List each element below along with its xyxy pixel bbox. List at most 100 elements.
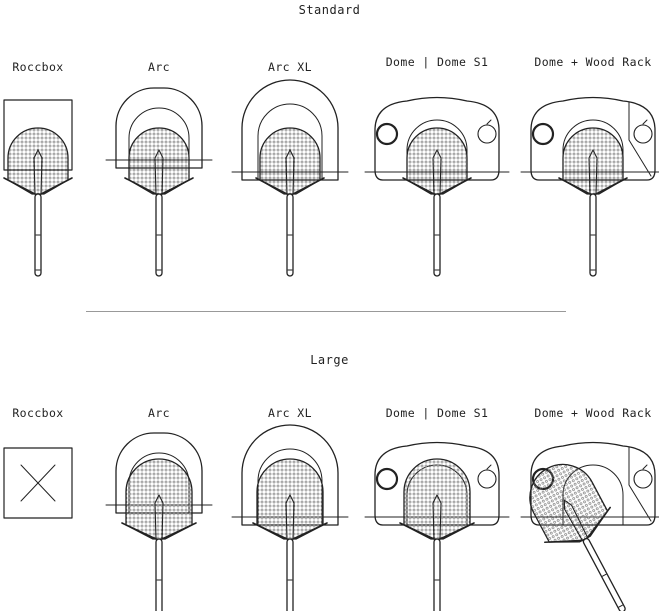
peel-head (406, 127, 468, 195)
peel-mesh (257, 459, 323, 539)
peel-frame-right (161, 177, 194, 195)
peel-spine (33, 149, 43, 195)
peel-mesh (126, 459, 192, 539)
cell-1-1 (105, 432, 213, 611)
peel-frame-right (292, 177, 325, 195)
oven-mouth (128, 107, 190, 169)
burner-right (633, 124, 653, 144)
peel-spine (432, 494, 442, 540)
cell-1-0 (3, 447, 73, 519)
peel (558, 127, 628, 277)
peel-frame-left (544, 539, 584, 544)
cell-0-0 (3, 99, 73, 277)
burner-left (531, 122, 555, 146)
section-title-large: Large (310, 353, 349, 367)
label-large-arcxl: Arc XL (268, 406, 312, 420)
peel-frame-right (586, 506, 611, 539)
peel-mesh (8, 128, 68, 194)
label-standard-arc: Arc (148, 60, 170, 74)
peel-mesh (407, 128, 467, 194)
peel-mesh (529, 464, 608, 543)
oven-mouth (257, 103, 323, 181)
peel-spine (154, 149, 164, 195)
oven-body (241, 424, 339, 526)
label-standard-roccbox: Roccbox (12, 60, 64, 74)
peel-handle (582, 537, 626, 611)
peel-handle (433, 193, 441, 277)
peel-handle-end (618, 604, 623, 608)
peel-head (259, 127, 321, 195)
peel (3, 127, 73, 277)
peel (121, 458, 197, 611)
peel-handle (589, 193, 597, 277)
label-standard-dome-rack: Dome + Wood Rack (534, 55, 652, 69)
label-large-arc: Arc (148, 406, 170, 420)
peel-frame-left (3, 177, 36, 195)
peel-frame-right (439, 177, 472, 195)
peel-handle (155, 193, 163, 277)
cell-0-1 (105, 87, 213, 277)
oven-mouth (562, 119, 624, 181)
peel-spine (285, 494, 295, 540)
peel-head (7, 127, 69, 195)
peel-head (562, 127, 624, 195)
peel-frame-right (439, 522, 475, 540)
peel-spine (563, 499, 589, 541)
burner-right-tab (642, 119, 648, 125)
oven-mouth (406, 119, 468, 181)
peel-handle-mark (601, 573, 607, 577)
peel-spine (285, 149, 295, 195)
oven-body (530, 96, 656, 181)
peel (402, 127, 472, 277)
burner-left (375, 467, 399, 491)
peel (529, 463, 626, 611)
peel-mesh (260, 128, 320, 194)
peel-mesh (404, 459, 470, 539)
burner-left (375, 122, 399, 146)
oven-mouth (128, 452, 190, 514)
peel-head (125, 458, 193, 540)
cell-1-2 (231, 424, 349, 611)
peel-spine (432, 149, 442, 195)
burner-right-tab (642, 464, 648, 470)
peel-handle (286, 193, 294, 277)
peel-frame-left (121, 522, 157, 540)
peel (124, 127, 194, 277)
burner-right-tab (486, 464, 492, 470)
peel-head (403, 458, 471, 540)
burner-right (633, 469, 653, 489)
label-standard-dome: Dome | Dome S1 (385, 55, 489, 69)
oven-body (115, 432, 203, 514)
peel-frame-left (255, 177, 288, 195)
label-large-dome: Dome | Dome S1 (385, 406, 489, 420)
oven-body (241, 79, 339, 181)
label-large-roccbox: Roccbox (12, 406, 64, 420)
wood-rack (628, 101, 652, 177)
peel-head (128, 127, 190, 195)
cross-line-b (20, 464, 56, 502)
not-compatible-box (3, 447, 73, 519)
label-standard-arcxl: Arc XL (268, 60, 312, 74)
peel-handle (433, 538, 441, 611)
peel (255, 127, 325, 277)
peel-frame-right (40, 177, 73, 195)
peel-frame-left (402, 177, 435, 195)
burner-right (477, 124, 497, 144)
peel-frame-left (399, 522, 435, 540)
oven-body (374, 96, 500, 181)
peel-mesh (129, 128, 189, 194)
peel-frame-left (124, 177, 157, 195)
cell-0-3 (364, 96, 510, 277)
peel-head (529, 463, 609, 543)
oven-mouth (257, 448, 323, 526)
peel-frame-right (161, 522, 197, 540)
oven-body (115, 87, 203, 169)
peel-handle (286, 538, 294, 611)
peel-handle (34, 193, 42, 277)
burner-right-tab (486, 119, 492, 125)
cell-0-2 (231, 79, 349, 277)
burner-right (477, 469, 497, 489)
peel-frame-left (558, 177, 591, 195)
oven-body (374, 441, 500, 526)
